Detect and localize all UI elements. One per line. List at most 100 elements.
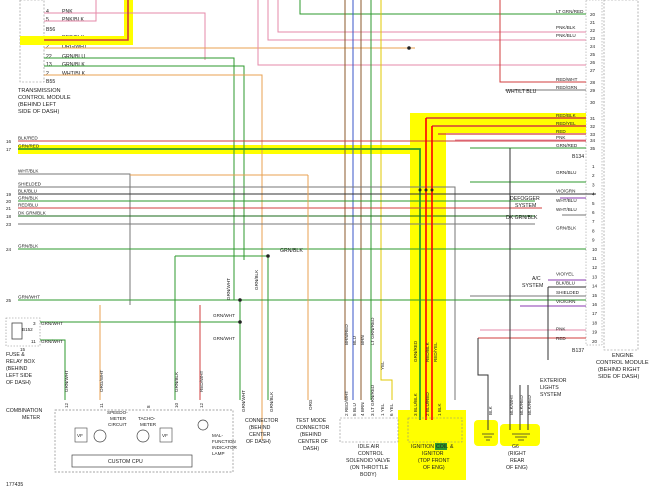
iac-wire-top-4: LT GRN/RED <box>370 317 375 345</box>
meter-vf-2-text: VF <box>162 433 168 438</box>
ecm-top-pin-num: 23 <box>590 36 596 41</box>
dash-wire-2: GRN/BLK <box>254 269 259 290</box>
test-mode-connector: ORG TEST MODE CONNECTOR (BEHIND CENTER O… <box>296 399 330 452</box>
ecm-mid-pin-num: 8 <box>592 228 595 233</box>
left-row-num: 18 <box>6 214 12 219</box>
meter-wire-4: RED/WHT <box>199 370 204 392</box>
splice-label-grnwht2: GRN/WHT <box>213 336 235 341</box>
tachometer-gauge-icon <box>136 429 150 443</box>
fuse-label-4: LEFT SIDE <box>6 373 33 379</box>
ecm-top-pin-wire: RED/BLK <box>556 113 577 118</box>
splice-2 <box>238 298 242 302</box>
ign-label-4: IGNITOR <box>422 451 444 457</box>
tcm-pin-4-wire: ORG/WHT <box>62 44 88 50</box>
iac-wire-b-3: 4 BRN <box>360 402 365 416</box>
left-row-wire: GRN/RED <box>18 144 40 149</box>
highlight-vertical-bundle <box>410 113 446 443</box>
dash-wire-b1: GRN/WHT <box>241 390 246 412</box>
meter-pin-2: 11 <box>99 403 104 408</box>
meter-cpu-label: CUSTOM CPU <box>108 459 143 465</box>
ecm-top-pin-num: 29 <box>590 88 596 93</box>
iac-box <box>339 417 399 443</box>
dash-wire-b2: GRN/BLK <box>269 391 274 412</box>
test-label-5: DASH) <box>303 446 319 452</box>
ecm-top-pin-wire: PNK <box>556 135 566 140</box>
ground-wire-4: BLK/RED <box>527 395 532 415</box>
iac-label-4: (ON THROTTLE <box>350 465 389 471</box>
meter-pin-3: 8 <box>146 405 151 408</box>
ecm-top-pin-num: 20 <box>590 12 596 17</box>
iac-wire-top-3: BRN <box>360 335 365 345</box>
iac-wire-b-6: 6 YEL <box>389 403 394 416</box>
left-row-wire: GRN/BLK <box>18 196 39 201</box>
ecm-top-pin-num: 35 <box>590 146 596 151</box>
diagram-id: 177435 <box>6 482 23 488</box>
highlight-ignition-box <box>398 410 466 480</box>
meter-wire-3: GRN/BLK <box>174 371 179 392</box>
engine-control-module: ENGINE CONTROL MODULE (BEHIND RIGHT SIDE… <box>572 0 649 380</box>
splice-7 <box>418 188 422 192</box>
ecm-mid-pin-wire: WHT/BLU <box>556 198 577 203</box>
left-row-wire: SHIELDED <box>18 182 42 187</box>
ecm-mid-pin-num: 13 <box>592 274 598 279</box>
wire-row-shielded <box>18 186 456 400</box>
iac-wire-b-4: 3 LT GRN/RED <box>370 384 375 416</box>
ecm-top-pin-wire: RED <box>556 129 566 134</box>
ecm-mid-pin-num: 2 <box>592 173 595 178</box>
splice-label-grnwht: GRN/WHT <box>213 313 235 318</box>
ign-wire-b-3: 1 BLK <box>437 403 442 416</box>
fuse-label-5: OF DASH) <box>6 380 31 386</box>
meter-cpu-box <box>71 454 193 468</box>
tcm-label-line3: (BEHIND LEFT <box>18 102 57 108</box>
tcm-pin-7-wire: WHT/BLK <box>62 71 86 77</box>
ecm-mid-pin-num: 14 <box>592 284 598 289</box>
tcm-pin-4-num: 2 <box>46 44 49 50</box>
ecm-connector-mid: B134 <box>572 154 584 160</box>
ground-g6: BLK BLK/WHT BLK/RED BLK/RED G6 (RIGHT RE… <box>482 394 532 471</box>
ecm-top-pin-num: 28 <box>590 80 596 85</box>
ecm-top-pin-wire: PNK/BLK <box>556 25 576 30</box>
dash-wire-1: GRN/WHT <box>226 278 231 300</box>
ecm-mid-pin-num: 15 <box>592 293 598 298</box>
ecm-top-pin-num: 33 <box>590 132 596 137</box>
meter-label-2: METER <box>22 415 40 421</box>
tcm-label-line2: CONTROL MODULE <box>18 95 71 101</box>
ground-label-4: OF ENG) <box>506 465 528 471</box>
ecm-mid-pin-num: 10 <box>592 247 598 252</box>
ign-wire-top-1: GRN/RED <box>413 340 418 362</box>
exterior-label-2: LIGHTS <box>540 385 559 391</box>
splice-1 <box>266 254 270 258</box>
iac-wire-top-1: BRN/RED <box>344 324 349 345</box>
tacho-label-2: METER <box>140 422 157 427</box>
ecm-dkgrnblk-label: DK GRN/BLK <box>506 215 538 221</box>
iac-label-5: BODY) <box>360 472 377 478</box>
fuse-pin11-wire: GRN/WHT <box>41 339 63 344</box>
left-row-num: 23 <box>6 222 12 227</box>
iac-wire-b-2: 5 BLU <box>352 403 357 416</box>
fuse-relay-box: B152 3 GRN/WHT 11 GRN/WHT 15 FUSE & RELA… <box>5 317 63 386</box>
ignition-coil-ignitor: GRN/RED RED/BLK RED/YEL 3 BLU/BLK 2 BLU/… <box>407 340 463 471</box>
ecm-top-pin-num: 30 <box>590 100 596 105</box>
left-row-num: 17 <box>6 147 12 152</box>
test-label-2: CONNECTOR <box>296 425 330 431</box>
fuse-symbol <box>11 322 23 340</box>
splice-5 <box>424 188 428 192</box>
tcm-connector-top: B56 <box>46 27 55 33</box>
ecm-top-pin-num: 22 <box>590 28 596 33</box>
ecm-mid-pin-num: 18 <box>592 320 598 325</box>
iac-wire-b-1: 2 RED/WHT <box>344 391 349 416</box>
meter-vf-1-text: VF <box>77 433 83 438</box>
ecm-mid-pin-num: 4 <box>592 192 595 197</box>
ecm-mid-pin-wire: VIO/YEL <box>556 271 574 276</box>
left-row-num: 24 <box>6 247 12 252</box>
tcm-connector-bottom: B55 <box>46 79 55 85</box>
tcm-pin-1-num: 4 <box>46 9 49 15</box>
splice-points <box>238 46 434 324</box>
exterior-label-3: SYSTEM <box>540 392 561 398</box>
meter-outline <box>54 409 234 473</box>
ignition-box <box>407 417 463 443</box>
iac-label-2: CONTROL <box>358 451 383 457</box>
dash-label-3: CENTER <box>249 432 271 438</box>
left-row-num: 16 <box>6 139 12 144</box>
tcm-pin-2-num: 5 <box>46 17 49 23</box>
